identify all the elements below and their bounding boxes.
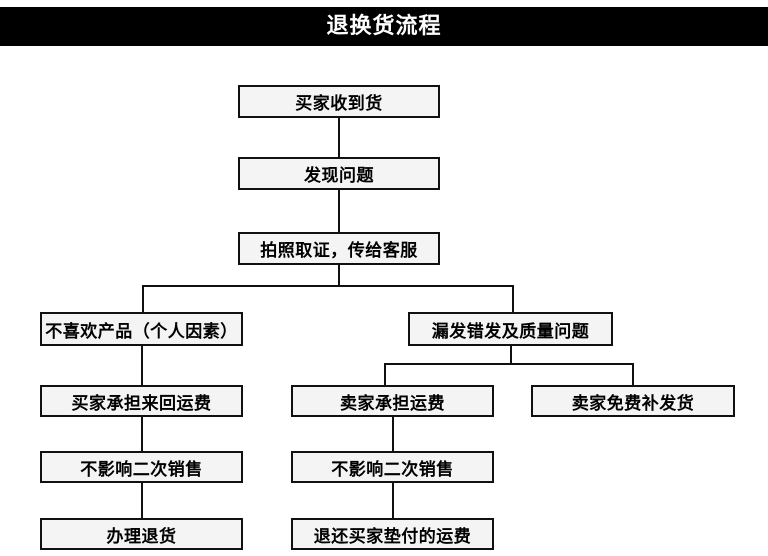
node-dislike-product[interactable]: 不喜欢产品（个人因素） (40, 312, 243, 346)
connector-split-to-seller-pays (384, 363, 386, 386)
connector-split-bar-primary (142, 285, 514, 287)
node-seller-pays[interactable]: 卖家承担运费 (291, 385, 494, 417)
node-refund-shipping[interactable]: 退还买家垫付的运费 (291, 518, 494, 550)
node-buyer-pays[interactable]: 买家承担来回运费 (40, 385, 243, 417)
connector-dislike-product-to-buyer-pays (141, 345, 143, 386)
connector-found-problem-to-photo-evidence (338, 189, 340, 232)
connector-resale-left-to-process-return (141, 482, 143, 519)
node-quality-issue[interactable]: 漏发错发及质量问题 (408, 312, 613, 346)
connector-resale-middle-to-refund-shipping (392, 482, 394, 519)
node-process-return[interactable]: 办理退货 (40, 518, 243, 550)
connector-split-bar-secondary (384, 363, 634, 365)
node-seller-reship[interactable]: 卖家免费补发货 (531, 385, 735, 417)
node-found-problem[interactable]: 发现问题 (238, 157, 440, 190)
node-resale-middle[interactable]: 不影响二次销售 (291, 451, 494, 483)
connector-received-to-found-problem (338, 117, 340, 157)
node-photo-evidence[interactable]: 拍照取证，传给客服 (238, 232, 440, 265)
connector-seller-pays-to-resale-middle (392, 416, 394, 452)
node-received[interactable]: 买家收到货 (238, 85, 440, 118)
connector-quality-issue-stem (510, 345, 512, 364)
connector-buyer-pays-to-resale-left (141, 416, 143, 452)
connector-split-to-seller-reship (632, 363, 634, 386)
page-title: 退换货流程 (326, 14, 442, 39)
connector-split-to-quality-issue (512, 285, 514, 312)
node-resale-left[interactable]: 不影响二次销售 (40, 451, 243, 483)
title-banner: 退换货流程 (0, 7, 768, 46)
connector-photo-evidence-stem (338, 264, 340, 286)
connector-split-to-dislike-product (142, 285, 144, 313)
